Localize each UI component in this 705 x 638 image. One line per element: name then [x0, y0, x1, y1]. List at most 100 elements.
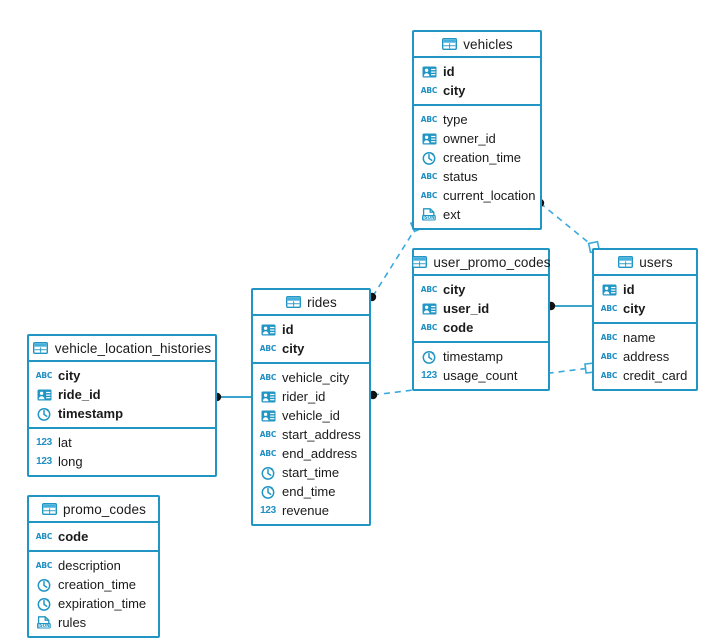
abc-text-icon: ABC [35, 560, 53, 570]
entity-header[interactable]: vehicle_location_histories [29, 336, 215, 362]
abc-text-icon: ABC [259, 448, 277, 458]
entity-title: rides [307, 294, 337, 310]
svg-text:JSON: JSON [37, 623, 50, 628]
field-row[interactable]: ride_id [29, 385, 215, 404]
field-name: id [443, 64, 455, 79]
field-name: city [443, 282, 466, 297]
entity-header[interactable]: rides [253, 290, 369, 316]
field-row[interactable]: ABC status [414, 167, 540, 186]
field-name: status [443, 169, 478, 184]
field-row[interactable]: id [594, 280, 696, 299]
field-row[interactable]: timestamp [29, 404, 215, 423]
field-row[interactable]: creation_time [414, 148, 540, 167]
entity-header[interactable]: vehicles [414, 32, 540, 58]
abc-text-icon: ABC [420, 322, 438, 332]
field-row[interactable]: creation_time [29, 575, 158, 594]
table-grid-icon [617, 255, 633, 269]
svg-text:JSON: JSON [422, 215, 435, 220]
relationship-vehicles-to-users [535, 198, 601, 254]
relationship-user-promo-codes-to-users [546, 301, 592, 311]
table-grid-icon [441, 37, 457, 51]
relationship-line [539, 202, 595, 248]
field-name: rider_id [282, 389, 326, 404]
field-name: rules [58, 615, 87, 630]
abc-text-icon: ABC [35, 370, 53, 380]
entity-header[interactable]: user_promo_codes [411, 250, 550, 276]
field-name: description [58, 558, 121, 573]
field-name: city [443, 83, 466, 98]
field-row[interactable]: ABC description [29, 556, 158, 575]
field-row[interactable]: ABC city [414, 81, 540, 100]
field-name: code [58, 529, 89, 544]
field-row[interactable]: ABC code [414, 318, 548, 337]
field-row[interactable]: owner_id [414, 129, 540, 148]
field-name: address [623, 349, 670, 364]
field-row[interactable]: start_time [253, 463, 369, 482]
json-document-icon: JSON [421, 208, 437, 222]
clock-icon [36, 407, 52, 421]
field-row[interactable]: id [253, 320, 369, 339]
field-row[interactable]: end_time [253, 482, 369, 501]
123-number-icon: 123 [36, 436, 52, 448]
field-row[interactable]: JSON rules [29, 613, 158, 632]
id-badge-icon [421, 65, 437, 79]
clock-icon [36, 578, 52, 592]
entity-header[interactable]: promo_codes [29, 497, 158, 523]
field-row[interactable]: expiration_time [29, 594, 158, 613]
field-name: long [58, 454, 83, 469]
abc-text-icon: ABC [600, 332, 618, 342]
entity-title: vehicle_location_histories [54, 340, 212, 356]
field-name: city [282, 341, 305, 356]
entity-title: promo_codes [63, 501, 146, 517]
field-row[interactable]: rider_id [253, 387, 369, 406]
field-name: end_time [282, 484, 336, 499]
entity-header[interactable]: users [594, 250, 696, 276]
clock-icon [260, 485, 276, 499]
field-row[interactable]: timestamp [414, 347, 548, 366]
field-row[interactable]: ABC city [29, 366, 215, 385]
field-name: city [58, 368, 81, 383]
id-badge-icon [260, 323, 276, 337]
field-name: city [623, 301, 646, 316]
field-row[interactable]: id [414, 62, 540, 81]
abc-text-icon: ABC [420, 171, 438, 181]
clock-icon [260, 466, 276, 480]
field-name: code [443, 320, 474, 335]
field-row[interactable]: vehicle_id [253, 406, 369, 425]
field-row[interactable]: user_id [414, 299, 548, 318]
123-number-icon: 123 [421, 369, 437, 381]
abc-text-icon: ABC [420, 85, 438, 95]
id-badge-icon [601, 283, 617, 297]
json-document-icon: JSON [36, 616, 52, 630]
